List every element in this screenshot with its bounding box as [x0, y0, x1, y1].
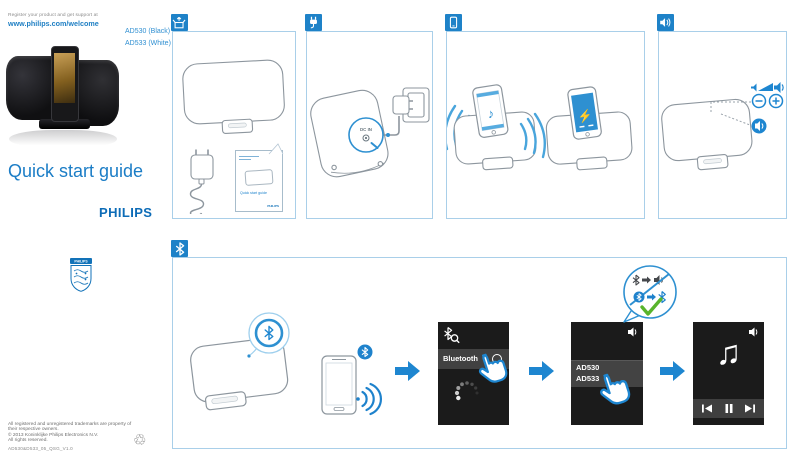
docked-phone-screen	[54, 53, 75, 103]
hand-cursor-icon	[600, 373, 631, 405]
quick-start-booklet-illustration: Quick start guide PHILIPS	[235, 143, 284, 212]
panel-dock: ♪ ⚡	[446, 31, 645, 219]
document-code: AD530&D533_05_QSG_V1.0	[8, 446, 73, 451]
charging-bolt-icon: ⚡	[577, 108, 594, 124]
phone-screen-music-player: ♫	[693, 322, 764, 425]
volume-illustration	[661, 82, 784, 171]
rights-notice: All rights reserved.	[8, 438, 48, 443]
bluetooth-search-icon	[444, 327, 460, 344]
support-url: www.philips.com/welcome	[8, 19, 99, 28]
panel-unbox: Quick start guide PHILIPS	[172, 31, 296, 219]
photo-reflection	[9, 130, 117, 148]
phone-screen-device-list: AD530 AD533	[571, 322, 643, 425]
check-icon	[640, 297, 663, 316]
bluetooth-button-callout	[248, 312, 290, 354]
panel-volume	[658, 31, 787, 219]
music-note-large-icon: ♫	[715, 334, 742, 372]
hand-cursor-icon	[478, 353, 508, 383]
recycle-icon: ♲	[133, 432, 147, 449]
dock-phone-icon	[445, 14, 462, 31]
dock-base	[39, 119, 90, 129]
sound-waves-right	[519, 112, 546, 159]
volume-ramp-icon	[751, 82, 784, 93]
bluetooth-logo-badge	[357, 344, 373, 360]
device-name-ad533: AD533	[576, 374, 600, 383]
arrow-right-icon	[529, 361, 554, 381]
device-list-row: AD530 AD533	[571, 360, 643, 387]
device-name-ad530: AD530	[576, 363, 600, 372]
power-connection-illustration: DC IN	[310, 87, 430, 178]
loading-spinner-icon	[454, 381, 479, 401]
trademark-notice-2: their respective owners.	[8, 427, 59, 432]
docked-phone-charging: ⚡	[567, 86, 602, 140]
bluetooth-button-icon	[264, 325, 274, 341]
signal-waves-icon	[356, 382, 383, 416]
register-line: Register your product and get support at	[8, 13, 98, 18]
booklet-brand: PHILIPS	[267, 204, 279, 208]
cable-marker-dot	[386, 133, 390, 137]
panel-bluetooth: Bluetooth	[172, 257, 787, 449]
speaker-connected-icon	[749, 327, 758, 337]
phone-illustration	[321, 355, 357, 415]
speaker-connected-icon	[628, 327, 637, 337]
model-number-white: AD533 (White)	[125, 40, 171, 47]
speaker-illustration	[182, 59, 285, 135]
philips-shield-logo: PHILIPS	[70, 258, 92, 292]
media-controls-bar	[693, 399, 764, 418]
bluetooth-pairing-illustration	[190, 312, 383, 416]
power-adapter-illustration	[189, 149, 214, 214]
phone-screen-bluetooth-search: Bluetooth	[438, 322, 509, 425]
dock-play-illustration: ♪	[447, 84, 546, 171]
dock-charge-illustration: ⚡	[545, 86, 633, 171]
trademark-notice-1: All registered and unregistered trademar…	[8, 422, 132, 427]
music-note-icon: ♪	[486, 106, 495, 122]
arrow-right-icon	[660, 361, 685, 381]
speaker-button	[751, 118, 767, 134]
pause-icon	[725, 404, 732, 413]
product-photo	[6, 40, 119, 152]
docked-phone-playing: ♪	[472, 84, 509, 138]
power-plug-icon	[305, 14, 322, 31]
shield-brand-text: PHILIPS	[74, 260, 88, 264]
dock-illustrations: ♪ ⚡	[447, 84, 633, 171]
panel-power: DC IN	[306, 31, 433, 219]
next-track-icon	[745, 404, 755, 413]
dc-in-label: DC IN	[360, 127, 372, 132]
arrow-right-icon	[395, 361, 420, 381]
page-title: Quick start guide	[8, 161, 144, 181]
philips-wordmark: PHILIPS	[99, 205, 153, 220]
speaker-volume-icon	[657, 14, 674, 31]
unbox-icon	[171, 14, 188, 31]
pairing-status-callout	[623, 265, 677, 323]
volume-minus-button	[751, 93, 767, 109]
bluetooth-menu-label: Bluetooth	[443, 354, 478, 363]
previous-track-icon	[702, 404, 712, 413]
model-number-black: AD530 (Black)	[125, 28, 171, 35]
copyright-notice: © 2013 Koninklijke Philips Electronics N…	[8, 433, 99, 438]
booklet-title: Quick start guide	[240, 191, 267, 195]
bluetooth-icon	[171, 240, 188, 257]
volume-plus-button	[768, 93, 784, 109]
